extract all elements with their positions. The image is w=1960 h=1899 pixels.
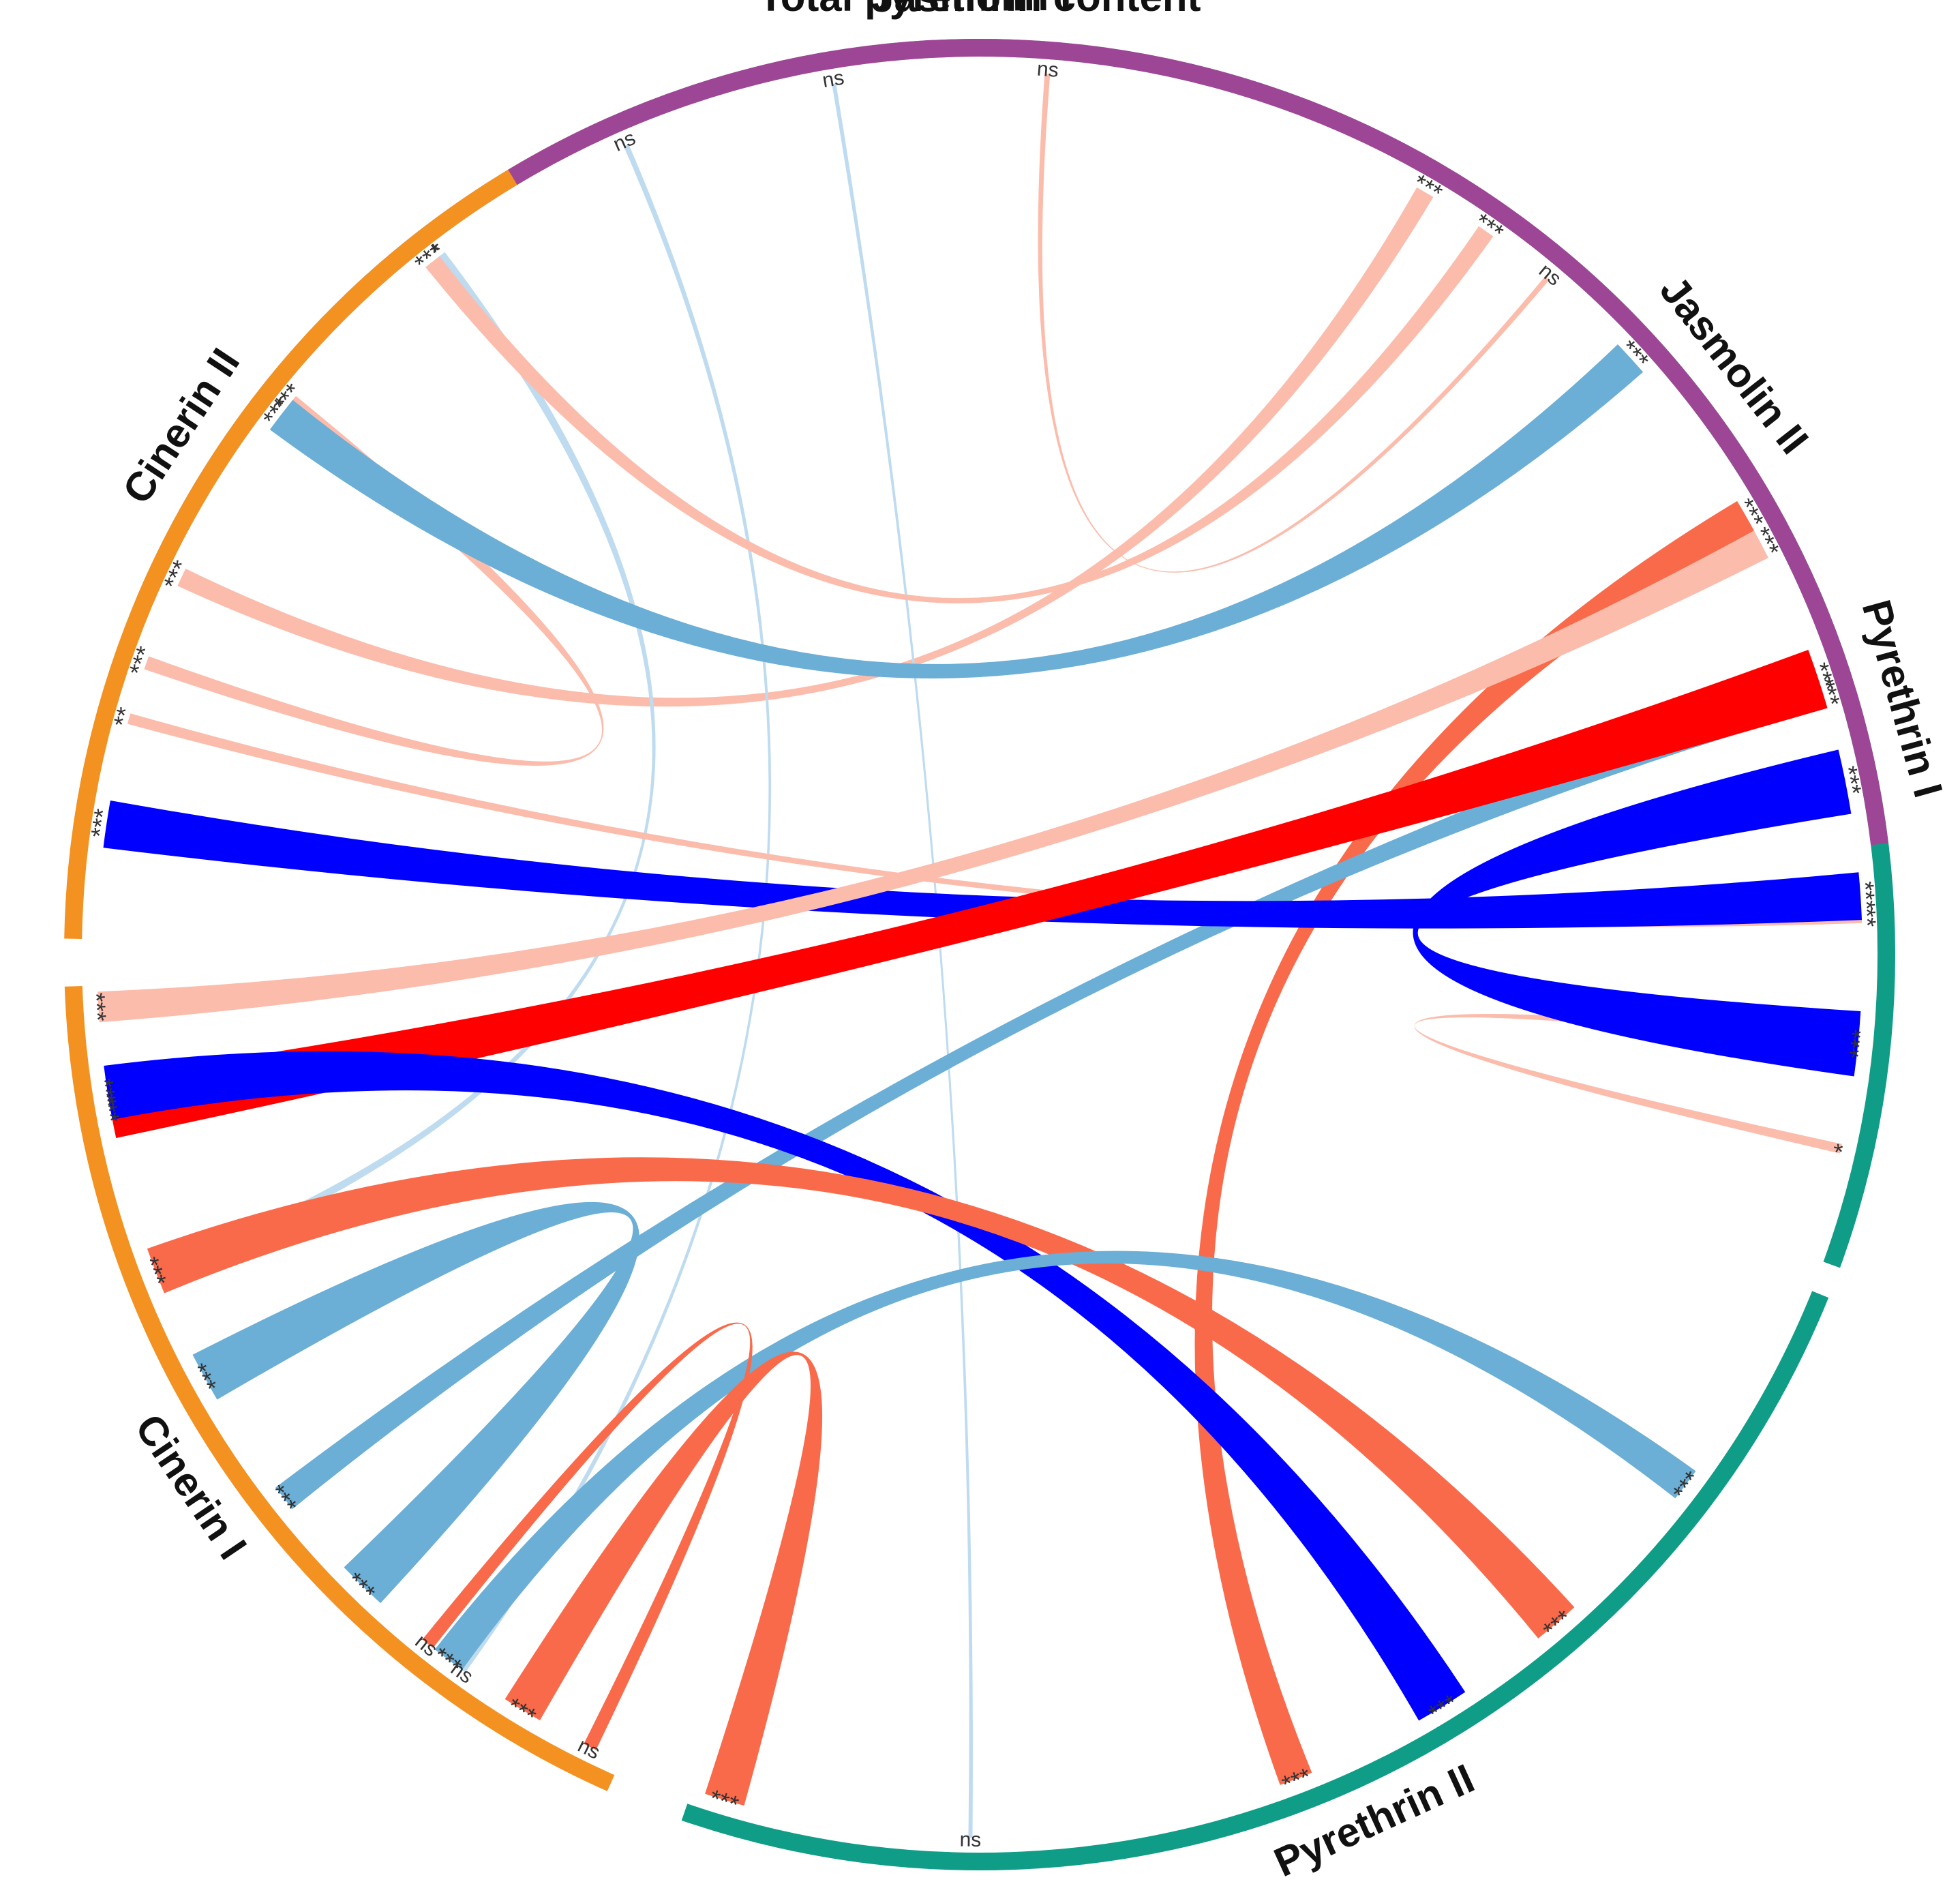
sector-arc-total (136, 39, 1823, 604)
sector-label-jas1: Jasmolin I (871, 0, 1072, 20)
significance-label-10-from: ** (1853, 908, 1882, 928)
chord-link-15 (105, 650, 1828, 1139)
significance-label-11-to: * (1845, 1038, 1873, 1050)
significance-label-13-from: *** (1851, 880, 1881, 911)
significance-label-12-to: *** (1844, 1028, 1875, 1060)
chord-link-2 (153, 252, 656, 1276)
chord-link-6 (425, 226, 1494, 603)
chord-link-8 (1194, 500, 1754, 1785)
sector-arc-cin1 (64, 985, 615, 1791)
chord-link-9 (275, 680, 1827, 1509)
chord-link-11 (1414, 1013, 1859, 1154)
sector-arcs (64, 39, 1895, 1870)
significance-label-4-to: ns (959, 1829, 981, 1851)
significance-label-15-to: *** (93, 1092, 125, 1125)
chord-link-17 (147, 1157, 1575, 1639)
sector-arc-jas2 (1301, 100, 1888, 846)
chord-link-16 (104, 1051, 1466, 1721)
chord-link-7 (269, 344, 1644, 678)
chord-link-20 (504, 1351, 823, 1806)
significance-labels: **************nsnsnsnsnsns**************… (82, 58, 1882, 1851)
significance-label-16-to: *** (90, 1077, 122, 1109)
significance-label-12-from: *** (1835, 764, 1867, 797)
chord-links (97, 74, 1863, 1838)
significance-label-14-to: *** (82, 992, 112, 1022)
sector-label-total: Total pyrethrin content (759, 0, 1201, 20)
chord-link-21 (422, 1322, 753, 1750)
sector-arc-cin2 (64, 118, 615, 940)
significance-label-13-to: *** (85, 807, 117, 840)
sector-arc-pyr2 (681, 1291, 1829, 1870)
sector-labels: Total pyrethrin contentPyrethrin IPyreth… (114, 0, 1952, 1885)
significance-label-4-from: ns (821, 66, 846, 92)
sector-arc-jas1 (508, 39, 1438, 185)
chord-link-12 (1413, 749, 1861, 1077)
chord-link-13 (103, 801, 1863, 929)
sector-label-cin2: Cinerin II (114, 340, 249, 511)
significance-label-10-to: ** (108, 704, 140, 730)
chord-link-0 (177, 187, 1434, 707)
chord-link-19 (192, 1201, 639, 1604)
significance-label-11-from: * (1828, 1141, 1857, 1157)
chord-link-18 (434, 1251, 1696, 1671)
significance-label-5-from: ns (1036, 58, 1059, 82)
